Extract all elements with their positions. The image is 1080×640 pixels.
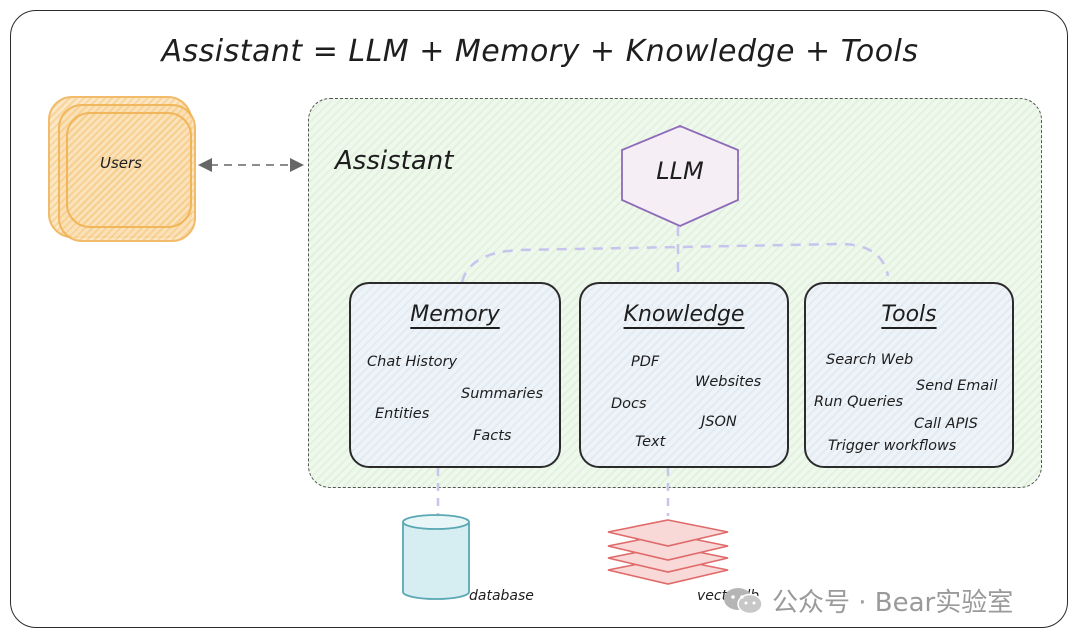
memory-item: Chat History bbox=[367, 354, 458, 370]
knowledge-item: PDF bbox=[631, 354, 660, 370]
tools-item: Trigger workflows bbox=[828, 438, 957, 454]
memory-box: Memory Chat History Summaries Entities F… bbox=[349, 282, 561, 468]
llm-hexagon bbox=[621, 125, 739, 227]
watermark-text: 公众号 · Bear实验室 bbox=[772, 588, 1014, 618]
memory-item: Summaries bbox=[461, 386, 543, 402]
knowledge-item: JSON bbox=[701, 414, 737, 430]
tools-item: Call APIS bbox=[914, 416, 978, 432]
database-label: database bbox=[469, 588, 534, 604]
users-label: Users bbox=[99, 154, 142, 172]
users-layer-front bbox=[66, 112, 192, 228]
diagram-title: Assistant = LLM + Memory + Knowledge + T… bbox=[161, 34, 919, 69]
vectordb-stack-icon bbox=[607, 519, 729, 585]
memory-item: Facts bbox=[473, 428, 512, 444]
tools-item: Search Web bbox=[826, 352, 914, 368]
tools-item: Run Queries bbox=[814, 394, 904, 410]
memory-title: Memory bbox=[410, 302, 500, 327]
knowledge-box: Knowledge PDF Websites Docs JSON Text bbox=[579, 282, 789, 468]
users-node: Users bbox=[48, 96, 196, 242]
tools-title: Tools bbox=[881, 302, 937, 327]
llm-links bbox=[460, 226, 890, 283]
knowledge-item: Text bbox=[635, 434, 666, 450]
knowledge-item: Docs bbox=[611, 396, 647, 412]
users-assistant-arrow bbox=[198, 158, 304, 172]
knowledge-item: Websites bbox=[695, 374, 762, 390]
memory-item: Entities bbox=[375, 406, 430, 422]
llm-label: LLM bbox=[656, 157, 704, 185]
knowledge-title: Knowledge bbox=[623, 302, 745, 327]
outer-frame bbox=[10, 10, 1068, 628]
assistant-label: Assistant bbox=[335, 146, 454, 176]
watermark: 公众号 · Bear实验室 bbox=[722, 582, 1013, 619]
tools-item: Send Email bbox=[916, 378, 998, 394]
tools-box: Tools Search Web Send Email Run Queries … bbox=[804, 282, 1014, 468]
wechat-icon bbox=[724, 587, 763, 614]
database-cylinder-icon bbox=[402, 514, 470, 600]
